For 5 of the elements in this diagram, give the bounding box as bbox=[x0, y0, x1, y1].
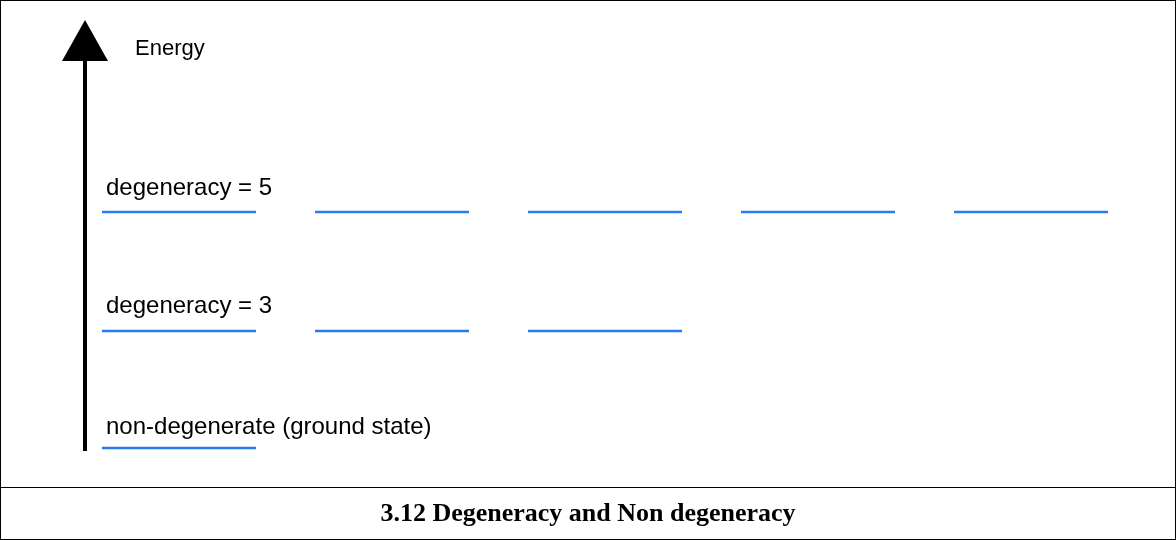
level-label: degeneracy = 3 bbox=[106, 291, 273, 319]
axis-label: Energy bbox=[135, 35, 205, 61]
caption: 3.12 Degeneracy and Non degeneracy bbox=[380, 498, 796, 528]
level-label: degeneracy = 5 bbox=[106, 173, 273, 201]
level-label: non-degenerate (ground state) bbox=[106, 412, 432, 440]
